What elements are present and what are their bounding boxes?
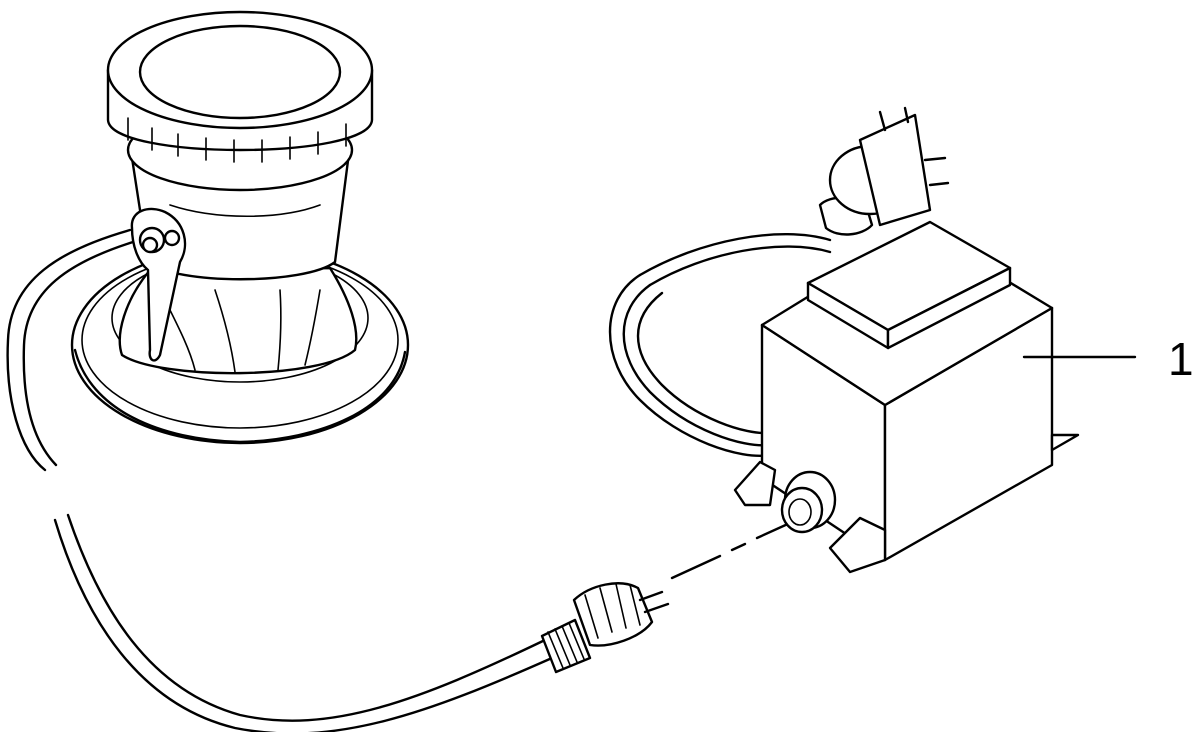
alignment-line bbox=[670, 521, 792, 580]
callout-label-1: 1 bbox=[1168, 333, 1194, 385]
cable-plug bbox=[540, 582, 670, 674]
lamp-unit bbox=[70, 10, 410, 445]
lamp-cable bbox=[6, 228, 554, 735]
transformer bbox=[608, 106, 1080, 574]
